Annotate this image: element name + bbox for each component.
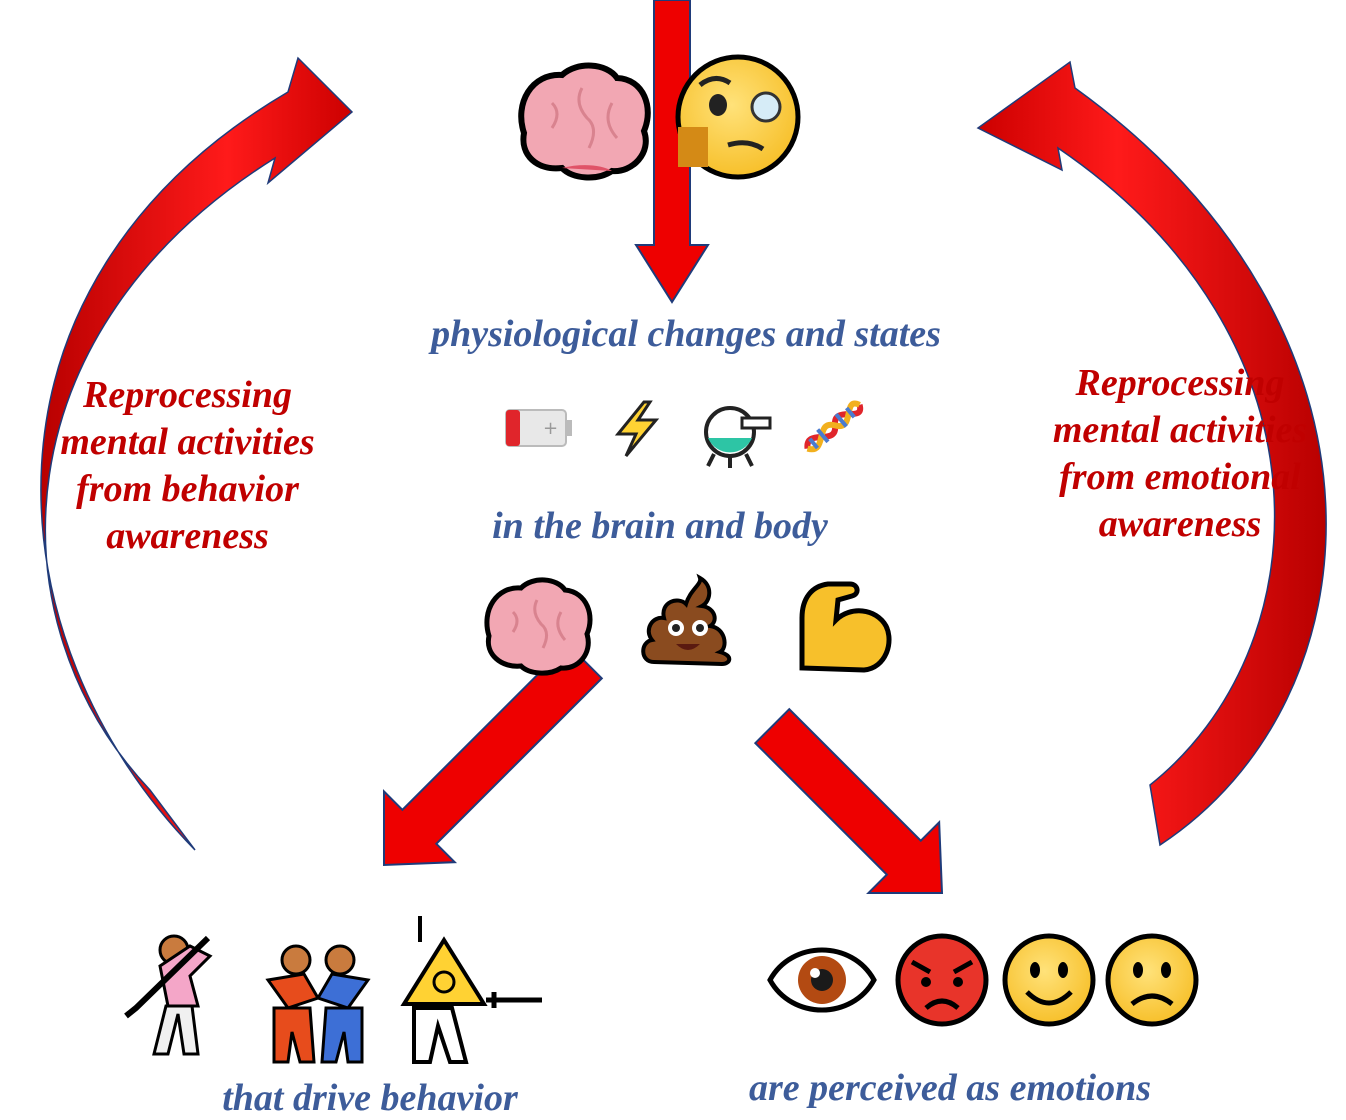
biohazard-fencer-icon <box>400 916 542 1064</box>
lightning-icon <box>614 400 660 457</box>
svg-text:+: + <box>543 418 558 439</box>
angry-face-icon <box>895 933 989 1027</box>
arrow-to-emotions <box>753 707 944 894</box>
emotions-label: are perceived as emotions <box>748 1067 1152 1109</box>
flexed-biceps-icon <box>799 581 892 673</box>
arrow-to-behavior <box>383 642 604 867</box>
low-battery-icon: + <box>505 409 572 447</box>
eye-icon <box>767 947 877 1013</box>
brain-body-label: in the brain and body <box>492 505 828 547</box>
smiling-face-icon <box>1002 933 1096 1027</box>
right-loop-label: Reprocessing mental activities from emot… <box>1052 362 1308 545</box>
frowning-face-icon <box>1105 933 1199 1027</box>
thinking-face-monocle-icon <box>675 54 801 180</box>
down-arrow <box>634 0 710 304</box>
physiological-label: physiological changes and states <box>431 313 941 355</box>
poop-icon <box>641 573 732 667</box>
wrestlers-icon <box>265 944 371 1064</box>
dna-icon <box>804 400 864 453</box>
behavior-label: that drive behavior <box>222 1077 518 1119</box>
brain-icon <box>518 62 651 181</box>
left-loop-label: Reprocessing mental activities from beha… <box>60 374 315 557</box>
left-loop-arrow <box>40 56 354 851</box>
brain-icon <box>484 577 593 676</box>
right-loop-arrow <box>976 60 1327 847</box>
flask-icon <box>704 406 772 468</box>
golfer-icon <box>124 934 213 1056</box>
